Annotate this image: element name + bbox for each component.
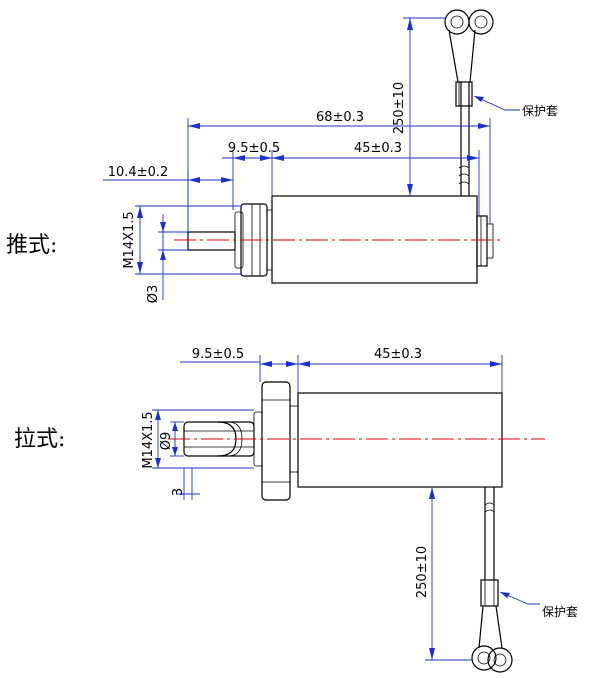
push-plunger [187, 231, 236, 251]
push-ring-terminal-2 [468, 9, 494, 35]
pull-dim-three: 3 [171, 488, 186, 496]
push-type-label: 推式: [6, 233, 57, 258]
pull-type-view: 拉式: 保护套 [14, 347, 578, 673]
pull-ring-terminal-2 [487, 647, 513, 673]
pull-dim-body: 45±0.3 [374, 347, 422, 362]
push-end-cap [476, 215, 488, 267]
push-dim-nut: 9.5±0.5 [228, 141, 280, 156]
pull-ring-terminal-1 [471, 645, 497, 671]
pull-dim-nut: 9.5±0.5 [192, 347, 244, 362]
pull-sleeve [480, 579, 499, 607]
push-sleeve-label: 保护套 [522, 104, 558, 118]
push-dim-plunger: 10.4±0.2 [108, 165, 169, 180]
pull-dim-lead: 250±10 [415, 546, 430, 598]
pull-body [297, 392, 503, 488]
push-ring-terminal-1 [444, 9, 470, 35]
push-dim-dia: Ø3 [146, 285, 161, 304]
push-dim-body: 45±0.3 [354, 141, 402, 156]
pull-dim-dia: Ø9 [159, 432, 174, 451]
pull-type-label: 拉式: [14, 427, 65, 452]
pull-sleeve-label: 保护套 [542, 605, 578, 619]
push-dim-lead: 250±10 [392, 82, 407, 134]
push-type-view: 推式: 保护套 [6, 9, 558, 304]
pull-dim-thread: M14X1.5 [141, 411, 156, 468]
push-dim-total: 68±0.3 [316, 110, 364, 125]
push-sleeve [455, 81, 473, 107]
push-dim-thread: M14X1.5 [122, 211, 137, 268]
